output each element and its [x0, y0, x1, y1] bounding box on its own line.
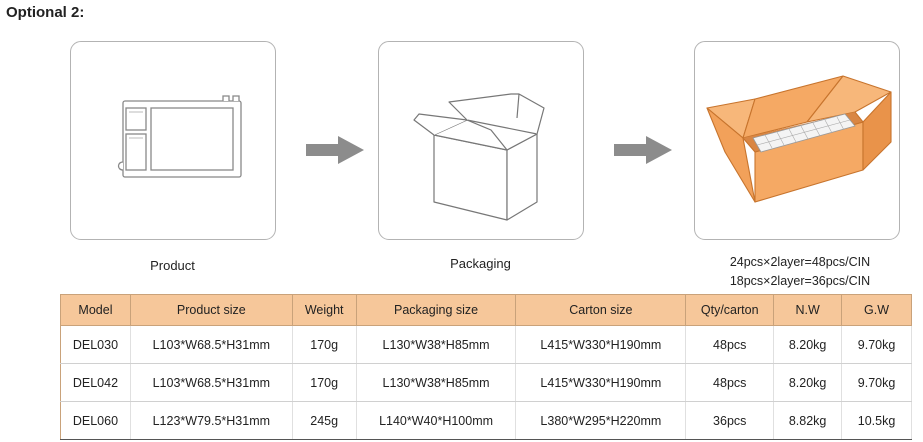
table-cell: 10.5kg — [841, 401, 912, 440]
table-cell: 36pcs — [685, 401, 775, 440]
table-row: DEL030 L103*W68.5*H31mm 170g L130*W38*H8… — [60, 325, 912, 364]
column-header: Product size — [129, 294, 293, 326]
column-header: Packaging size — [355, 294, 517, 326]
table-cell: 170g — [291, 325, 357, 364]
arrow-right-icon — [614, 136, 672, 164]
carton-with-boxes-icon — [706, 75, 892, 203]
table-cell: L130*W38*H85mm — [355, 325, 517, 364]
column-header: N.W — [773, 294, 843, 326]
table-cell: DEL030 — [60, 325, 131, 364]
carton-card — [694, 41, 900, 240]
carton-note-2: 18pcs×2layer=36pcs/CIN — [729, 274, 871, 288]
table-cell: 8.20kg — [773, 325, 843, 364]
table-cell: L103*W68.5*H31mm — [129, 325, 293, 364]
table-cell: 170g — [291, 363, 357, 402]
table-cell: L380*W295*H220mm — [515, 401, 687, 440]
table-cell: DEL060 — [60, 401, 131, 440]
column-header: Model — [60, 294, 131, 326]
table-row: DEL060 L123*W79.5*H31mm 245g L140*W40*H1… — [60, 401, 912, 440]
table-header-row: Model Product size Weight Packaging size… — [60, 294, 912, 326]
table-cell: 8.82kg — [773, 401, 843, 440]
table-cell: DEL042 — [60, 363, 131, 402]
table-cell: 8.20kg — [773, 363, 843, 402]
table-cell: 9.70kg — [841, 363, 912, 402]
table-cell: L123*W79.5*H31mm — [129, 401, 293, 440]
step-caption-packaging: Packaging — [450, 256, 511, 271]
product-card — [70, 41, 276, 240]
table-cell: L415*W330*H190mm — [515, 363, 687, 402]
column-header: Carton size — [515, 294, 687, 326]
table-cell: L415*W330*H190mm — [515, 325, 687, 364]
packaging-card — [378, 41, 584, 240]
table-cell: 48pcs — [685, 325, 775, 364]
column-header: Qty/carton — [685, 294, 775, 326]
table-cell: 9.70kg — [841, 325, 912, 364]
led-driver-product-icon — [117, 95, 242, 178]
section-heading: Optional 2: — [6, 4, 85, 21]
table-row: DEL042 L103*W68.5*H31mm 170g L130*W38*H8… — [60, 363, 912, 402]
table-cell: 48pcs — [685, 363, 775, 402]
specification-table: Model Product size Weight Packaging size… — [60, 294, 912, 440]
table-cell: L130*W38*H85mm — [355, 363, 517, 402]
step-caption-product: Product — [150, 258, 195, 273]
table-cell: L103*W68.5*H31mm — [129, 363, 293, 402]
column-header: G.W — [841, 294, 912, 326]
open-box-icon — [413, 93, 545, 221]
table-cell: 245g — [291, 401, 357, 440]
column-header: Weight — [291, 294, 357, 326]
carton-note-1: 24pcs×2layer=48pcs/CIN — [729, 255, 871, 269]
table-cell: L140*W40*H100mm — [355, 401, 517, 440]
arrow-right-icon — [306, 136, 364, 164]
